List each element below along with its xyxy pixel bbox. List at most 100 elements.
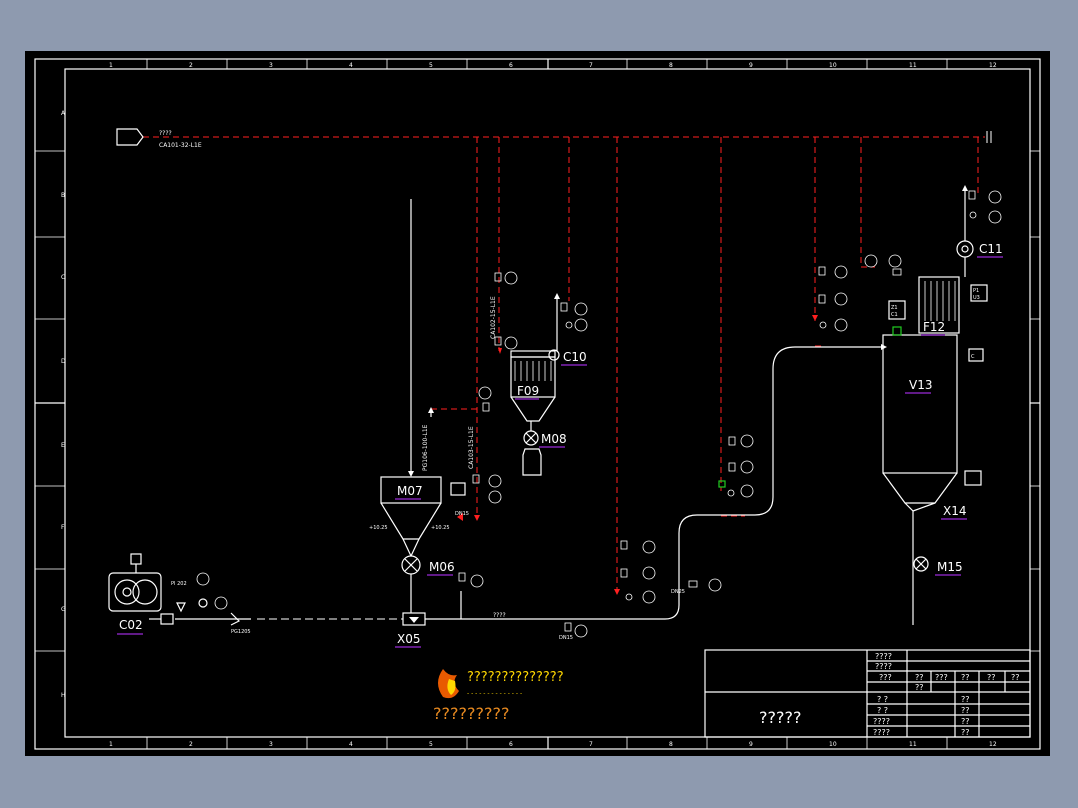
- tb-cell: ??: [987, 673, 996, 682]
- col-label: 6: [509, 741, 513, 748]
- equip-tag: X14: [943, 504, 967, 518]
- drawing-title: ?????: [759, 708, 801, 727]
- control-box-icon: [450, 482, 466, 496]
- rotary-valve-m06[interactable]: M06: [401, 555, 455, 613]
- col-label: 9: [749, 62, 753, 69]
- compressor-c02[interactable]: C02: [108, 553, 174, 635]
- tb-cell: ??: [961, 717, 970, 726]
- row-label: A: [61, 110, 66, 117]
- tb-cell: ??: [915, 683, 924, 692]
- small-label: DN25: [671, 589, 685, 595]
- logo-text: ??????????????: [467, 670, 564, 685]
- valve-x05[interactable]: X05: [395, 612, 426, 648]
- col-label: 4: [349, 741, 353, 748]
- col-label: 9: [749, 741, 753, 748]
- col-label: 12: [989, 741, 997, 748]
- col-label: 11: [909, 741, 917, 748]
- equip-tag: M08: [541, 432, 567, 446]
- filter-f09[interactable]: F09: [510, 350, 556, 422]
- fan-c10[interactable]: C10: [548, 349, 587, 366]
- drawing-viewer[interactable]: 1 2 3 4 5 6 7 8 9 10 11 12 1 2 3 4 5 6 7…: [25, 51, 1050, 756]
- green-valve-icon: [718, 480, 726, 488]
- rotary-valve-m08[interactable]: M08: [523, 421, 567, 448]
- col-label: 4: [349, 62, 353, 69]
- col-label: 7: [589, 62, 593, 69]
- hopper-m07[interactable]: M07 +10.25 +10.25: [369, 476, 450, 557]
- green-highlight-icon: [892, 326, 902, 336]
- small-label: C: [971, 354, 975, 360]
- line-code: PG106-100-L1E: [422, 424, 429, 471]
- motor-icon: [130, 553, 142, 565]
- row-label: B: [61, 192, 65, 199]
- col-label: 10: [829, 741, 837, 748]
- analyzer-box: [888, 300, 906, 320]
- tb-cell: ??: [915, 673, 924, 682]
- col-label: 12: [989, 62, 997, 69]
- small-label: U3: [973, 295, 980, 301]
- title-block: ????? ???? ???? ??? ?? ??? ?? ?? ?? ?? ?…: [704, 649, 1031, 738]
- tb-cell: ??: [961, 695, 970, 704]
- feed-label: ????: [159, 130, 172, 137]
- equip-tag: V13: [909, 378, 932, 392]
- feed-line-code: CA101-32-L1E: [159, 142, 202, 149]
- instrument-box: [970, 284, 988, 302]
- small-label: PI 202: [171, 581, 187, 587]
- equip-tag: M15: [937, 560, 963, 574]
- instrument-air-network: [143, 131, 992, 595]
- logo-subtext: - - - - - - - - - - - - - -: [467, 690, 522, 697]
- equip-tag: C11: [979, 242, 1003, 256]
- valve-symbols: [458, 190, 977, 632]
- col-label: 3: [269, 62, 273, 69]
- col-label: 1: [109, 62, 113, 69]
- rotary-valve-m15[interactable]: M15: [913, 556, 963, 576]
- col-label: 8: [669, 62, 673, 69]
- vessel-v13[interactable]: V13: [882, 334, 958, 512]
- col-label: 1: [109, 741, 113, 748]
- gauge-group: [196, 572, 228, 610]
- equip-tag: F12: [923, 320, 945, 334]
- equip-tag: M07: [397, 484, 423, 498]
- small-label: PG1205: [231, 629, 251, 635]
- outer-frame: [34, 58, 1041, 750]
- row-label: G: [61, 606, 66, 613]
- tb-cell: ????: [875, 662, 892, 671]
- equip-tag: X05: [397, 632, 421, 646]
- small-label: Z1: [891, 305, 898, 311]
- tb-cell: ??: [961, 728, 970, 737]
- relief-valve-icon: [176, 602, 186, 613]
- instrument-box: [968, 348, 984, 362]
- equip-tag: C10: [563, 350, 587, 364]
- col-label: 6: [509, 62, 513, 69]
- tb-cell: ??: [961, 706, 970, 715]
- small-label: DN15: [455, 511, 469, 517]
- tb-cell: ??: [961, 673, 970, 682]
- feed-arrow-icon: [116, 128, 144, 146]
- col-label: 5: [429, 741, 433, 748]
- col-label: 8: [669, 741, 673, 748]
- logo-caption: ?????????: [433, 704, 509, 723]
- col-label: 5: [429, 62, 433, 69]
- col-label: 3: [269, 741, 273, 748]
- main-process-line: [149, 199, 914, 625]
- fan-c11[interactable]: C11: [956, 185, 1003, 277]
- tb-cell: ????: [873, 717, 890, 726]
- company-logo: ?????????????? - - - - - - - - - - - - -…: [433, 669, 564, 723]
- tb-cell: ???: [935, 673, 948, 682]
- small-label: P1: [973, 288, 979, 294]
- pid-drawing: 1 2 3 4 5 6 7 8 9 10 11 12 1 2 3 4 5 6 7…: [34, 58, 1041, 750]
- equip-tag: M06: [429, 560, 455, 574]
- instrument-bubbles: [470, 190, 1002, 638]
- bag-icon: [522, 448, 542, 476]
- row-label: E: [61, 442, 65, 449]
- filter-f12[interactable]: F12: [918, 276, 960, 336]
- equip-tag: C02: [119, 618, 143, 632]
- small-label: +10.25: [431, 525, 450, 531]
- col-label: 2: [189, 62, 193, 69]
- tb-cell: ????: [875, 652, 892, 661]
- line-code: CA103-15-L1E: [468, 426, 475, 469]
- row-label: C: [61, 274, 65, 281]
- line-code: CA102-15-L1E: [490, 296, 497, 339]
- row-label: D: [61, 358, 66, 365]
- tb-cell: ??: [1011, 673, 1020, 682]
- filter-icon: [160, 613, 174, 625]
